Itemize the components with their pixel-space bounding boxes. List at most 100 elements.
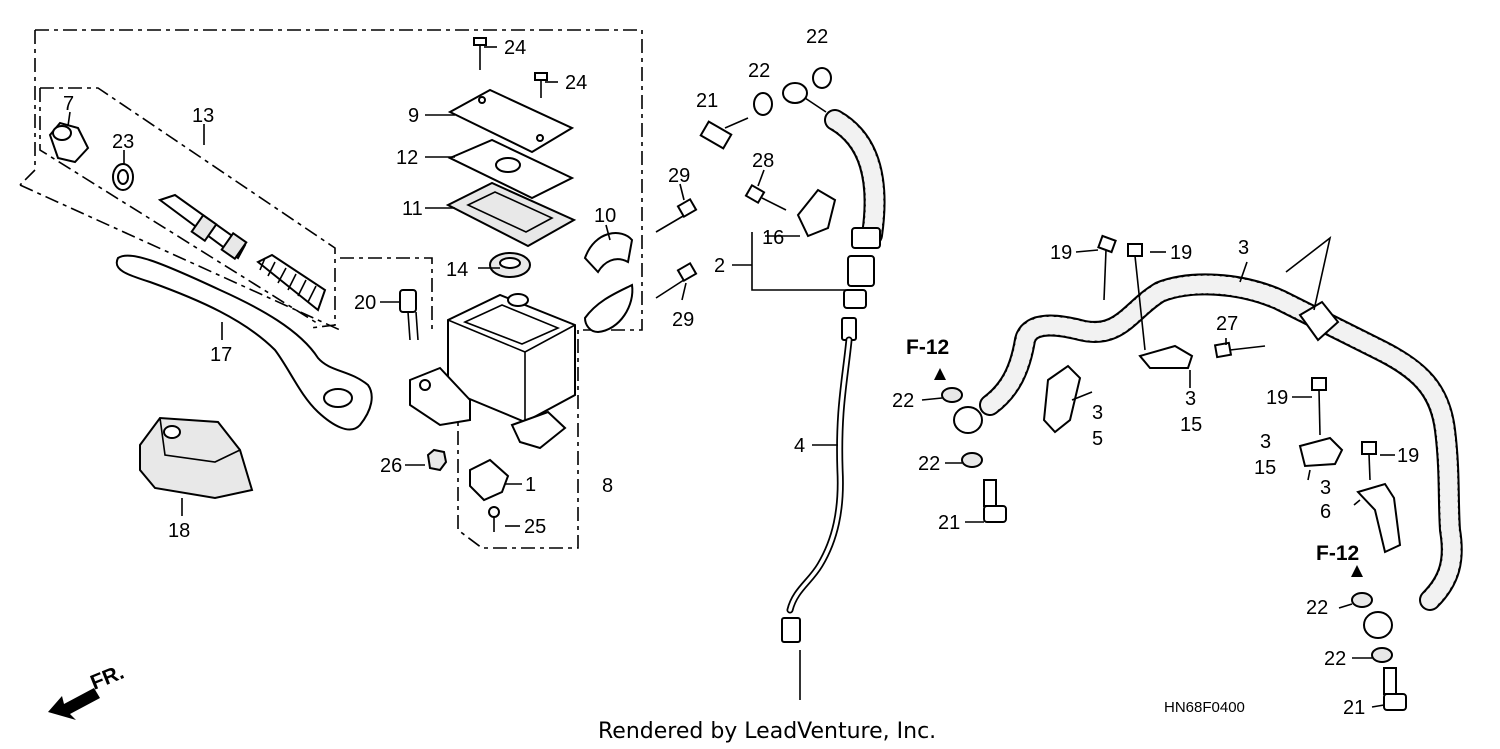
part-24-screw-b xyxy=(534,72,548,98)
part-19-bolt-b xyxy=(1127,243,1146,351)
callout-13: 13 xyxy=(192,105,214,127)
callout-7: 7 xyxy=(63,93,74,115)
callout-19: 19 xyxy=(1266,387,1288,409)
callout-15: 15 xyxy=(1180,414,1202,436)
callout-3: 3 xyxy=(1238,237,1249,259)
group-outline-13 xyxy=(39,87,336,329)
callout-16: 16 xyxy=(762,227,784,249)
callout-28: 28 xyxy=(752,150,774,172)
part-14-nut xyxy=(489,252,531,278)
callout-3: 3 xyxy=(1092,402,1103,424)
front-direction-label: FR. xyxy=(87,661,127,695)
part-1-switch xyxy=(469,458,510,502)
callout-21: 21 xyxy=(1343,697,1365,719)
part-16-clamp xyxy=(796,188,837,238)
callout-11: 11 xyxy=(402,198,423,220)
part-22-washer-left-a xyxy=(941,387,963,403)
callout-24: 24 xyxy=(504,37,526,59)
part-2-hose xyxy=(782,82,886,309)
callout-27: 27 xyxy=(1216,313,1238,335)
part-15-clamp-b xyxy=(1298,436,1344,468)
callout-2: 2 xyxy=(714,255,725,277)
part-28-bolt xyxy=(744,183,787,211)
part-6-bracket xyxy=(1356,482,1402,554)
callout-26: 26 xyxy=(380,455,402,477)
part-22-washer-upper-a xyxy=(753,92,773,116)
callout-29: 29 xyxy=(672,309,694,331)
callout-22: 22 xyxy=(918,453,940,475)
reference-arrow-right xyxy=(1351,565,1363,577)
callout-19: 19 xyxy=(1397,445,1419,467)
callout-22: 22 xyxy=(1306,597,1328,619)
part-9-reservoir-cap xyxy=(447,88,575,154)
part-22-washer-left-b xyxy=(961,452,983,468)
part-19-bolt-a xyxy=(1097,234,1117,301)
part-19-bolt-d xyxy=(1361,441,1377,481)
callout-22: 22 xyxy=(806,26,828,48)
part-10-holder xyxy=(583,232,634,334)
part-11-diaphragm xyxy=(445,181,577,248)
group-outline-8 xyxy=(19,29,643,549)
part-27-bolt xyxy=(1213,341,1266,359)
part-master-cylinder-body xyxy=(409,293,576,450)
part-12-plate xyxy=(447,138,575,200)
part-29-bolt-b xyxy=(655,261,698,299)
callout-20: 20 xyxy=(354,292,376,314)
callout-22: 22 xyxy=(748,60,770,82)
reference-arrow-left xyxy=(934,368,946,380)
part-19-bolt-c xyxy=(1311,377,1327,436)
callout-8: 8 xyxy=(602,475,613,497)
callout-24: 24 xyxy=(565,72,587,94)
part-5-bracket xyxy=(1042,364,1082,434)
callout-19: 19 xyxy=(1170,242,1192,264)
reference-f12-left: F-12 xyxy=(906,336,949,359)
part-25-screw xyxy=(488,506,500,532)
part-24-screw-a xyxy=(473,37,487,70)
callout-23: 23 xyxy=(112,131,134,153)
callout-21: 21 xyxy=(938,512,960,534)
part-29-bolt-a xyxy=(655,197,698,233)
part-21-banjo-bolt-left xyxy=(983,479,1007,523)
part-3-front-hose xyxy=(953,273,1463,639)
callout-3: 3 xyxy=(1185,388,1196,410)
callout-3: 3 xyxy=(1320,477,1331,499)
leader-lines xyxy=(67,46,1395,708)
callout-15: 15 xyxy=(1254,457,1276,479)
callout-22: 22 xyxy=(892,390,914,412)
part-piston-set xyxy=(157,193,327,312)
callout-25: 25 xyxy=(524,516,546,538)
reference-f12-right: F-12 xyxy=(1316,542,1359,565)
callout-4: 4 xyxy=(794,435,805,457)
part-26-nut xyxy=(426,448,448,472)
footer-credit: Rendered by LeadVenture, Inc. xyxy=(598,719,936,744)
callout-19: 19 xyxy=(1050,242,1072,264)
callout-12: 12 xyxy=(396,147,418,169)
front-direction-arrow-icon xyxy=(48,688,100,720)
part-15-clamp-a xyxy=(1138,344,1194,369)
callout-21: 21 xyxy=(696,90,718,112)
callout-18: 18 xyxy=(168,520,190,542)
callout-10: 10 xyxy=(594,205,616,227)
callout-9: 9 xyxy=(408,105,419,127)
callout-1: 1 xyxy=(525,474,536,496)
callout-5: 5 xyxy=(1092,428,1103,450)
part-21-banjo-bolt-upper xyxy=(699,117,749,150)
part-23-circlip xyxy=(112,163,134,191)
part-7-boot xyxy=(48,121,90,164)
part-4-brake-pipe xyxy=(781,317,857,643)
callout-14: 14 xyxy=(446,259,468,281)
part-21-banjo-bolt-right xyxy=(1383,667,1407,711)
part-22-washer-right-a xyxy=(1351,592,1373,608)
callout-17: 17 xyxy=(210,344,232,366)
callout-22: 22 xyxy=(1324,648,1346,670)
part-17-brake-lever xyxy=(115,254,373,431)
callout-29: 29 xyxy=(668,165,690,187)
part-22-washer-upper-b xyxy=(812,67,832,89)
part-20-pivot-bolt xyxy=(399,289,419,341)
diagram-code: HN68F0400 xyxy=(1164,699,1245,716)
part-22-washer-right-b xyxy=(1371,647,1393,663)
callout-3: 3 xyxy=(1260,431,1271,453)
part-18-cover xyxy=(139,416,254,500)
callout-6: 6 xyxy=(1320,501,1331,523)
